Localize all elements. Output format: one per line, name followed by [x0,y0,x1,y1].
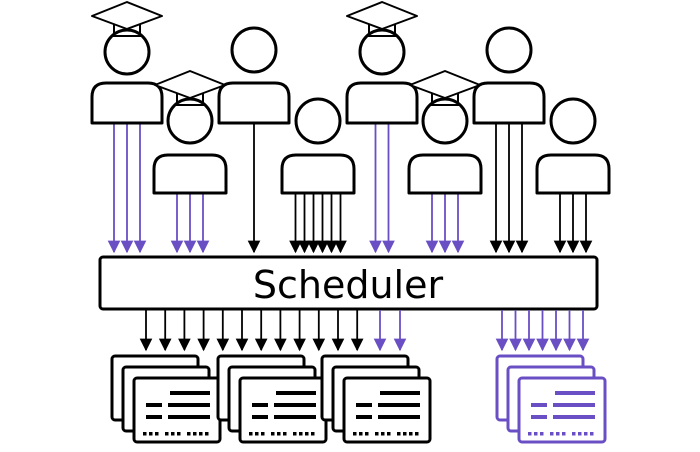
person-icon [217,26,291,125]
graduation-cap-icon [91,1,163,37]
graduation-cap-icon [346,1,418,37]
person-icon [280,97,356,195]
users [90,1,611,195]
document-stacks [110,354,607,444]
person-icon [535,97,611,195]
input-arrows [107,124,593,254]
person-icon [345,1,419,125]
document-stack-icon [110,354,222,444]
scheduler-label: Scheduler [253,263,444,307]
person-icon [472,26,546,125]
output-arrows [139,310,590,352]
document-stack-icon [320,354,432,444]
person-icon [152,70,228,195]
document-stack-icon [216,354,328,444]
document-stack-icon [495,354,607,444]
person-icon [407,70,483,195]
person-icon [90,1,164,125]
scheduler-box: Scheduler [98,255,599,311]
